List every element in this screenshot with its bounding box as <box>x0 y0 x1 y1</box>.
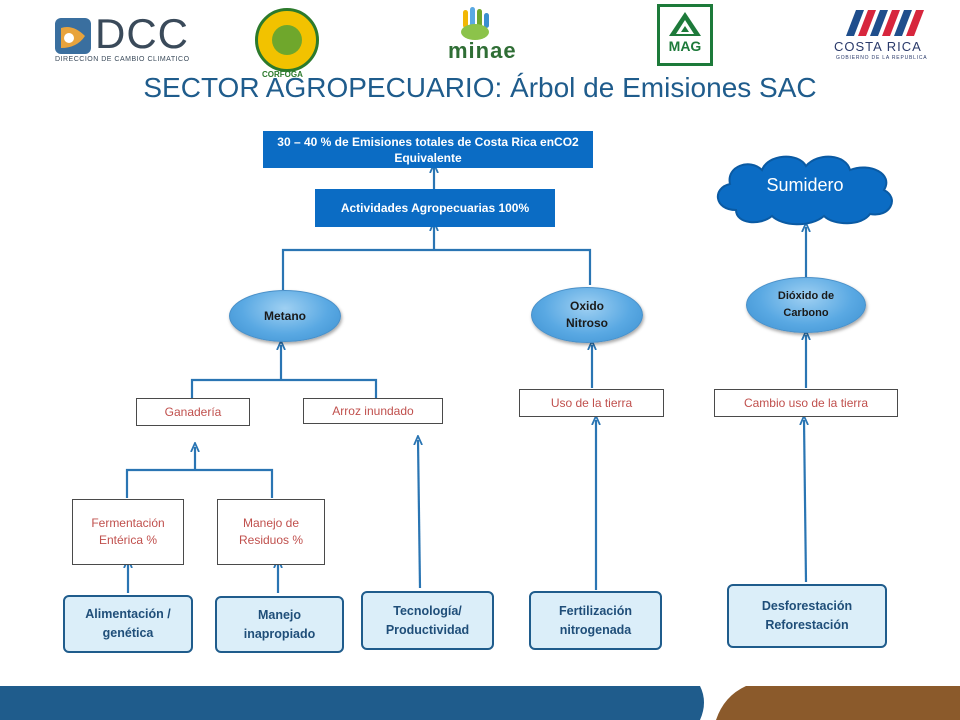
oxido-nitroso-node: Oxido Nitroso <box>531 287 643 343</box>
actividades-box: Actividades Agropecuarias 100% <box>315 189 555 227</box>
desforestacion-reforestacion-box: Desforestación Reforestación <box>727 584 887 648</box>
arroz-inundado-box: Arroz inundado <box>303 398 443 424</box>
minae-hand-icon <box>461 7 489 40</box>
footer-bar <box>0 682 960 720</box>
dcc-logo-text: DCC <box>95 10 189 57</box>
sumidero-label: Sumidero <box>766 175 844 195</box>
costa-rica-logo-text: COSTA RICA <box>834 39 922 54</box>
tecnologia-productividad-box: Tecnología/ Productividad <box>361 591 494 650</box>
manejo-inapropiado-box: Manejo inapropiado <box>215 596 344 653</box>
costa-rica-logo-subtitle: GOBIERNO DE LA REPUBLICA <box>836 55 928 61</box>
fertilizacion-nitrogenada-box: Fertilización nitrogenada <box>529 591 662 650</box>
mag-logo-text: MAG <box>668 38 702 54</box>
manejo-residuos-box: Manejo de Residuos % <box>217 499 325 565</box>
alimentacion-genetica-box: Alimentación / genética <box>63 595 193 653</box>
total-emissions-box: 30 – 40 % de Emisiones totales de Costa … <box>263 131 593 168</box>
dcc-logo-subtitle: DIRECCION DE CAMBIO CLIMATICO <box>55 56 190 63</box>
uso-tierra-box: Uso de la tierra <box>519 389 664 417</box>
page-title: SECTOR AGROPECUARIO: Árbol de Emisiones … <box>143 72 817 103</box>
ganaderia-box: Ganadería <box>136 398 250 426</box>
cloud-icon <box>717 155 893 226</box>
minae-logo-text: minae <box>448 38 517 63</box>
corfoga-logo-text: CORFOGA <box>262 70 303 79</box>
costa-rica-flag-icon <box>846 10 924 36</box>
metano-node: Metano <box>229 290 341 342</box>
mag-mountain-icon <box>669 12 701 36</box>
dioxido-carbono-node: Dióxido de Carbono <box>746 277 866 333</box>
dcc-logo-icon <box>55 18 91 54</box>
cambio-uso-tierra-box: Cambio uso de la tierra <box>714 389 898 417</box>
corfoga-logo-icon <box>255 8 319 72</box>
fermentacion-enterica-box: Fermentación Entérica % <box>72 499 184 565</box>
